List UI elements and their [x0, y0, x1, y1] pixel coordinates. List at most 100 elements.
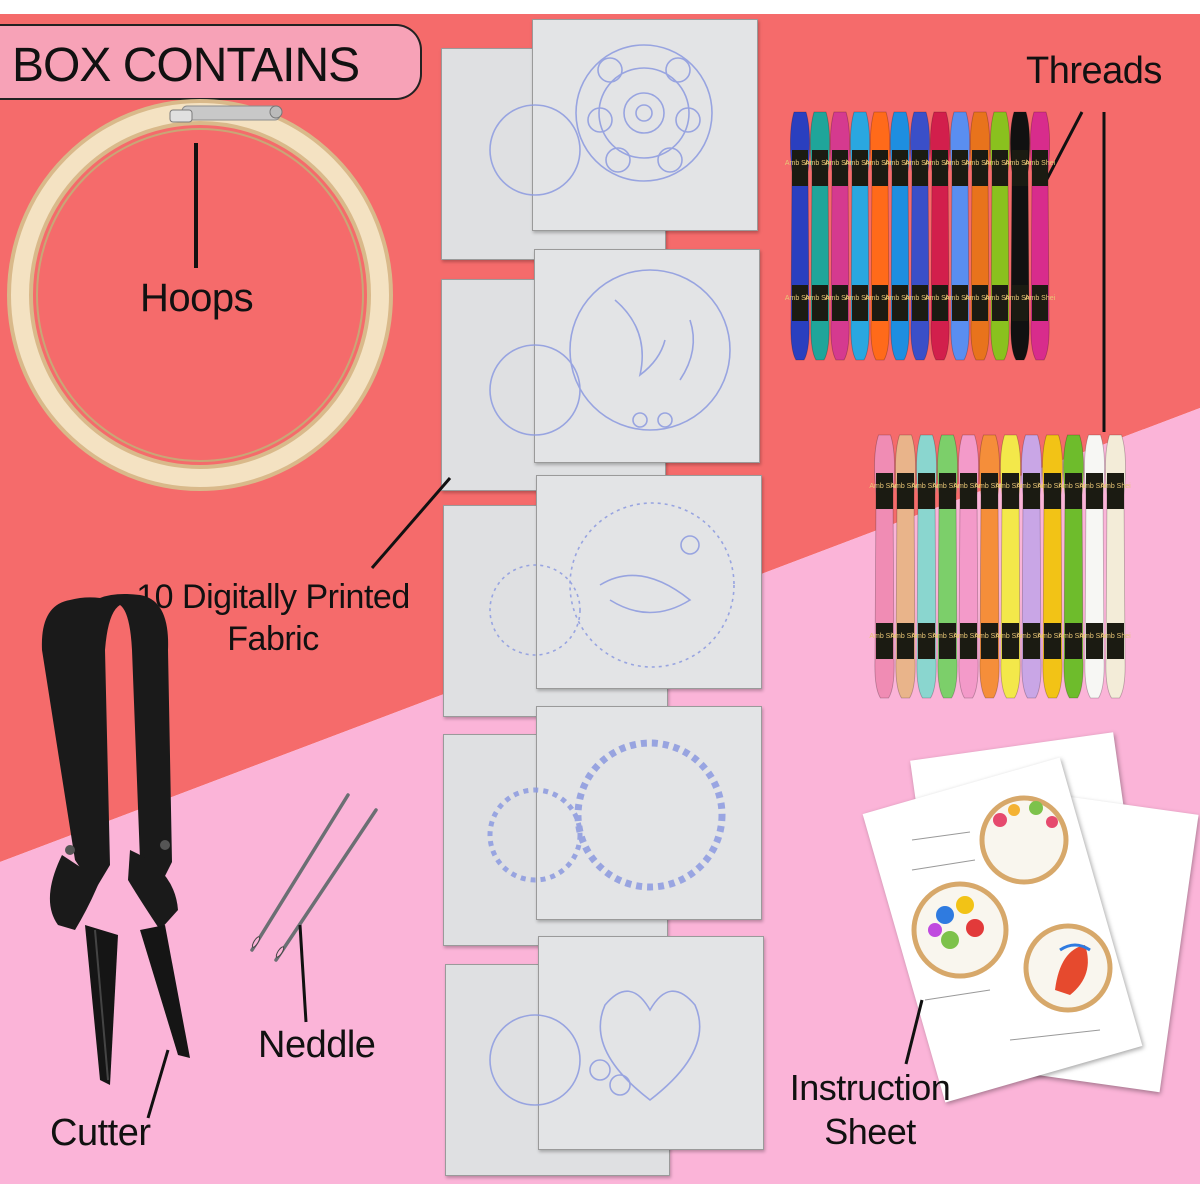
- threads-label: Threads: [1026, 50, 1162, 92]
- skein-brand-text: Amb Shei: [953, 483, 984, 490]
- skein-brand-text: Amb Shei: [1100, 633, 1131, 640]
- skein-label-band: [1032, 150, 1048, 186]
- bird-pattern-icon: [569, 269, 731, 431]
- skein-brand-text: Amb Shei: [1025, 160, 1056, 167]
- skein-brand-text: Amb Shei: [911, 633, 942, 640]
- skein-brand-text: Amb Shei: [845, 295, 876, 302]
- skein-label-band: [939, 473, 956, 509]
- skein-label-band: [1086, 473, 1103, 509]
- skein-brand-text: Amb Shei: [932, 633, 963, 640]
- skein-label-band: [1002, 473, 1019, 509]
- skein-label-band: [981, 473, 998, 509]
- skein-brand-text: Amb Shei: [1079, 483, 1110, 490]
- skein-brand-text: Amb Shei: [825, 295, 856, 302]
- skein-brand-text: Amb Shei: [869, 633, 900, 640]
- skein-brand-text: Amb Shei: [869, 483, 900, 490]
- title-box: BOX CONTAINS: [0, 24, 422, 100]
- needle-label: Neddle: [258, 1024, 376, 1066]
- fabric-label-line2: Fabric: [227, 620, 319, 658]
- skein-label-band: [981, 623, 998, 659]
- skein-brand-text: Amb Shei: [1100, 483, 1131, 490]
- cutter-pointer: [146, 1049, 170, 1119]
- fabric-pointer: [370, 477, 452, 569]
- skein-brand-text: Amb Shei: [890, 633, 921, 640]
- embroidery-hoop-icon: [979, 795, 1069, 885]
- page-title: BOX CONTAINS: [12, 39, 360, 92]
- fabric-label: 10 Digitally Printed Fabric: [128, 576, 418, 660]
- instruction-label: Instruction Sheet: [780, 1066, 960, 1154]
- skein-brand-text: Amb Shei: [845, 160, 876, 167]
- skein-brand-text: Amb Shei: [925, 160, 956, 167]
- skein-brand-text: Amb Shei: [1005, 160, 1036, 167]
- skein-brand-text: Amb Shei: [1037, 483, 1068, 490]
- skein-label-band: [992, 285, 1008, 321]
- skein-label-band: [832, 285, 848, 321]
- skein-label-band: [1044, 623, 1061, 659]
- skein-brand-text: Amb Shei: [1058, 483, 1089, 490]
- skein-brand-text: Amb Shei: [953, 633, 984, 640]
- skein-brand-text: Amb Shei: [985, 160, 1016, 167]
- skein-label-band: [918, 473, 935, 509]
- fabric-piece: [534, 249, 760, 463]
- skein-label-band: [1023, 473, 1040, 509]
- hoop-icon: [7, 99, 393, 491]
- skein-brand-text: Amb Shei: [1079, 633, 1110, 640]
- skein-label-band: [952, 150, 968, 186]
- skein-brand-text: Amb Shei: [1005, 295, 1036, 302]
- skein-label-band: [832, 150, 848, 186]
- skein-label-band: [960, 623, 977, 659]
- skein-brand-text: Amb Shei: [885, 295, 916, 302]
- skein-brand-text: Amb Shei: [965, 160, 996, 167]
- skein-label-band: [792, 150, 808, 186]
- skein-label-band: [912, 285, 928, 321]
- skein-label-band: [1065, 473, 1082, 509]
- skein-brand-text: Amb Shei: [985, 295, 1016, 302]
- skein-brand-text: Amb Shei: [965, 295, 996, 302]
- fabric-label-line1: 10 Digitally Printed: [136, 578, 410, 616]
- skein-label-band: [892, 285, 908, 321]
- skein-label-band: [939, 623, 956, 659]
- skein-label-band: [1065, 623, 1082, 659]
- skein-brand-text: Amb Shei: [1016, 633, 1047, 640]
- skein-label-band: [912, 150, 928, 186]
- skein-label-band: [897, 623, 914, 659]
- needle-icon: [250, 793, 378, 962]
- instruction-label-line2: Sheet: [824, 1111, 916, 1152]
- hoops-label: Hoops: [140, 276, 254, 320]
- skein-brand-text: Amb Shei: [1016, 483, 1047, 490]
- skein-label-band: [892, 150, 908, 186]
- skein-label-band: [1086, 623, 1103, 659]
- skein-label-band: [1032, 285, 1048, 321]
- skein-label-band: [872, 150, 888, 186]
- instruction-label-line1: Instruction: [789, 1067, 951, 1108]
- skein-label-band: [1012, 285, 1028, 321]
- skein-label-band: [972, 150, 988, 186]
- skein-label-band: [932, 285, 948, 321]
- skein-label-band: [876, 473, 893, 509]
- skein-brand-text: Amb Shei: [945, 160, 976, 167]
- skein-label-band: [872, 285, 888, 321]
- scissors-icon: [41, 594, 190, 1085]
- skein-brand-text: Amb Shei: [905, 295, 936, 302]
